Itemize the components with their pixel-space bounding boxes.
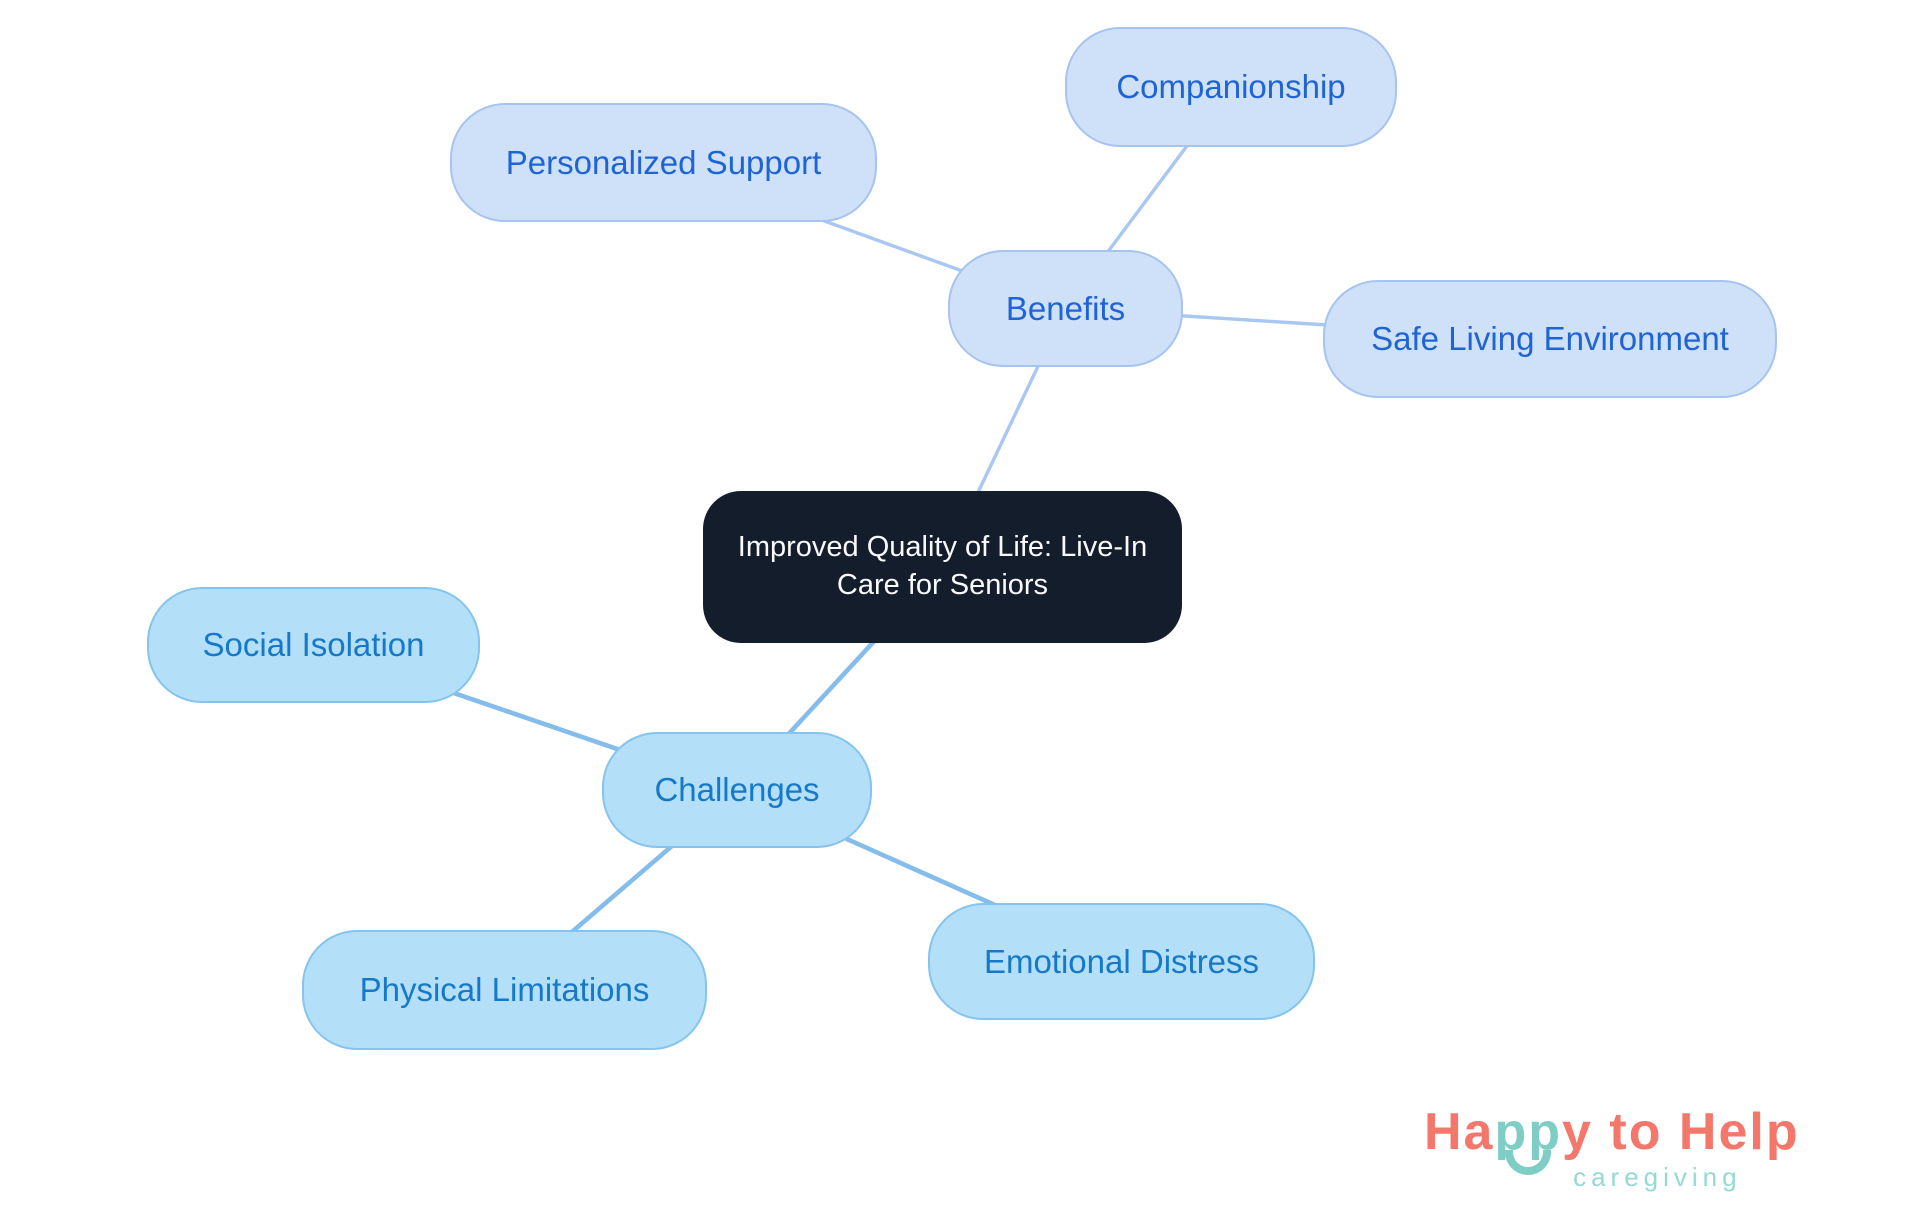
node-emotional-distress-label: Emotional Distress: [983, 942, 1260, 980]
logo-text-ha: Ha: [1424, 1103, 1495, 1161]
node-center-topic: Improved Quality of Life: Live-In Care f…: [703, 491, 1182, 643]
node-safe-living-environment-label: Safe Living Environment: [1371, 320, 1729, 357]
node-center-label-line1: Improved Quality of Life: Live-In: [737, 531, 1148, 564]
logo-text-y-to-help: y to Help: [1562, 1103, 1800, 1161]
logo-tagline: caregiving: [1573, 1162, 1742, 1192]
node-challenges: Challenges: [602, 732, 872, 848]
node-companionship: Companionship: [1065, 27, 1397, 147]
node-benefits-label: Benefits: [1005, 289, 1126, 327]
node-challenges-label: Challenges: [654, 771, 820, 808]
node-center-label: Improved Quality of Life: Live-In Care f…: [738, 529, 1147, 604]
node-benefits: Benefits: [948, 250, 1183, 367]
node-physical-limitations: Physical Limitations: [302, 930, 707, 1050]
node-safe-living-environment: Safe Living Environment: [1323, 280, 1777, 398]
node-center-label-line2: Care for Seniors: [836, 569, 1049, 601]
node-companionship-label: Companionship: [1116, 68, 1346, 105]
smile-icon: [1505, 1150, 1552, 1175]
node-emotional-distress: Emotional Distress: [928, 903, 1315, 1020]
node-physical-limitations-label: Physical Limitations: [359, 971, 650, 1008]
logo-pp-with-smile: pp: [1494, 1102, 1562, 1175]
node-personalized-support-label: Personalized Support: [505, 143, 822, 181]
node-social-isolation-label: Social Isolation: [202, 626, 425, 663]
node-social-isolation: Social Isolation: [147, 587, 480, 703]
node-personalized-support: Personalized Support: [450, 103, 877, 222]
